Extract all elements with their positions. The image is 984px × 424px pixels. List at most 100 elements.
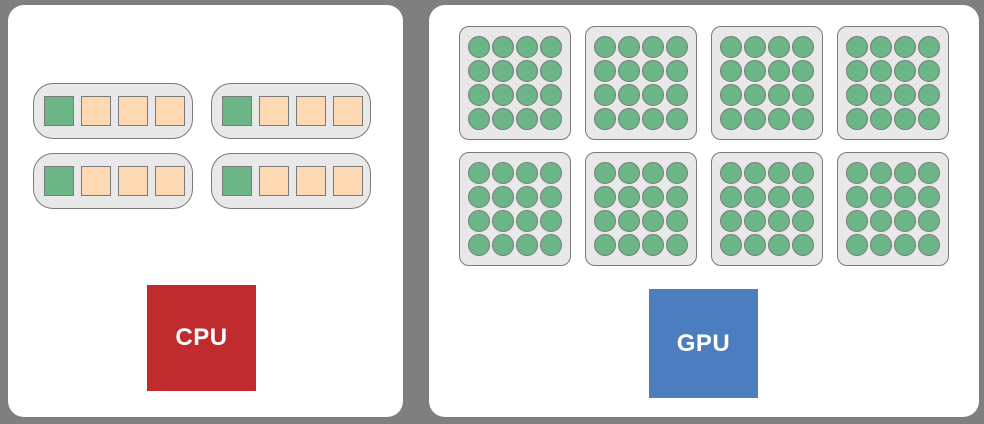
gpu-core-dot: [516, 210, 538, 232]
gpu-core-dot: [870, 60, 892, 82]
gpu-core-dot: [846, 210, 868, 232]
cpu-alu-cell: [81, 166, 111, 196]
gpu-core-dot: [618, 36, 640, 58]
gpu-core-dot: [768, 60, 790, 82]
gpu-core-dot: [720, 36, 742, 58]
gpu-core-dot: [468, 36, 490, 58]
gpu-core-dot: [792, 186, 814, 208]
gpu-core-dot: [792, 60, 814, 82]
cpu-alu-cell: [259, 96, 289, 126]
gpu-core-dot: [666, 234, 688, 256]
gpu-core-dot: [744, 36, 766, 58]
gpu-core-dot: [918, 84, 940, 106]
gpu-core-dot: [918, 60, 940, 82]
gpu-core-dot: [618, 234, 640, 256]
gpu-chip-label: GPU: [676, 329, 731, 357]
cpu-panel: CPU: [8, 5, 403, 417]
gpu-core-dot: [870, 84, 892, 106]
gpu-core-dot: [492, 186, 514, 208]
gpu-core-dot: [744, 162, 766, 184]
cpu-core-group: [211, 153, 371, 209]
gpu-core-dot: [894, 162, 916, 184]
cpu-alu-cell: [155, 166, 185, 196]
cpu-chip: CPU: [147, 285, 256, 391]
gpu-core-dot: [894, 84, 916, 106]
gpu-core-dot: [642, 84, 664, 106]
cpu-alu-cell: [259, 166, 289, 196]
gpu-core-dot: [792, 84, 814, 106]
gpu-core-dot: [918, 162, 940, 184]
cpu-control-cell: [44, 96, 74, 126]
gpu-core-dot: [594, 210, 616, 232]
gpu-core-dot: [870, 234, 892, 256]
gpu-core-dot: [642, 60, 664, 82]
gpu-core-dot: [492, 162, 514, 184]
gpu-core-dot: [894, 210, 916, 232]
gpu-core-dot: [846, 60, 868, 82]
gpu-core-dot: [642, 234, 664, 256]
cpu-alu-cell: [81, 96, 111, 126]
gpu-panel: GPU: [429, 5, 979, 417]
gpu-core-dot: [744, 234, 766, 256]
gpu-core-dot: [846, 234, 868, 256]
gpu-core-dot: [792, 234, 814, 256]
gpu-core-dot: [516, 108, 538, 130]
gpu-core-dot: [918, 210, 940, 232]
gpu-core-dot: [846, 108, 868, 130]
gpu-core-dot: [642, 186, 664, 208]
gpu-core-dot: [540, 234, 562, 256]
gpu-core-dot: [894, 60, 916, 82]
gpu-core-dot: [594, 84, 616, 106]
gpu-core-dot: [918, 234, 940, 256]
gpu-core-grids: [459, 26, 949, 266]
gpu-core-dot: [918, 186, 940, 208]
gpu-core-dot: [594, 60, 616, 82]
gpu-core-grid: [711, 152, 823, 266]
cpu-alu-cell: [296, 166, 326, 196]
gpu-core-dot: [744, 186, 766, 208]
gpu-core-grid: [585, 26, 697, 140]
gpu-core-dot: [894, 186, 916, 208]
cpu-control-cell: [222, 166, 252, 196]
gpu-core-dot: [594, 36, 616, 58]
gpu-core-dot: [666, 210, 688, 232]
gpu-core-dot: [768, 84, 790, 106]
gpu-core-dot: [492, 60, 514, 82]
gpu-core-dot: [594, 108, 616, 130]
gpu-core-dot: [744, 60, 766, 82]
gpu-core-dot: [918, 108, 940, 130]
gpu-chip: GPU: [649, 289, 758, 398]
gpu-core-dot: [516, 186, 538, 208]
gpu-core-dot: [768, 162, 790, 184]
gpu-core-dot: [516, 36, 538, 58]
gpu-core-dot: [468, 60, 490, 82]
gpu-core-dot: [468, 84, 490, 106]
gpu-core-dot: [666, 36, 688, 58]
cpu-alu-cell: [333, 166, 363, 196]
gpu-core-dot: [792, 108, 814, 130]
gpu-core-dot: [720, 162, 742, 184]
gpu-core-dot: [540, 108, 562, 130]
gpu-core-dot: [768, 234, 790, 256]
gpu-core-grid: [585, 152, 697, 266]
gpu-core-dot: [846, 84, 868, 106]
gpu-core-dot: [618, 60, 640, 82]
gpu-core-dot: [768, 210, 790, 232]
gpu-core-dot: [618, 186, 640, 208]
cpu-core-group: [33, 153, 193, 209]
gpu-core-dot: [618, 162, 640, 184]
gpu-core-dot: [918, 36, 940, 58]
gpu-core-grid: [711, 26, 823, 140]
cpu-alu-cell: [118, 96, 148, 126]
gpu-core-dot: [720, 84, 742, 106]
gpu-core-grid: [837, 152, 949, 266]
gpu-core-dot: [540, 60, 562, 82]
cpu-alu-cell: [155, 96, 185, 126]
gpu-core-dot: [792, 162, 814, 184]
gpu-core-dot: [870, 210, 892, 232]
gpu-core-dot: [768, 186, 790, 208]
cpu-alu-cell: [296, 96, 326, 126]
cpu-chip-label: CPU: [175, 324, 228, 351]
gpu-core-dot: [666, 186, 688, 208]
gpu-core-dot: [540, 186, 562, 208]
